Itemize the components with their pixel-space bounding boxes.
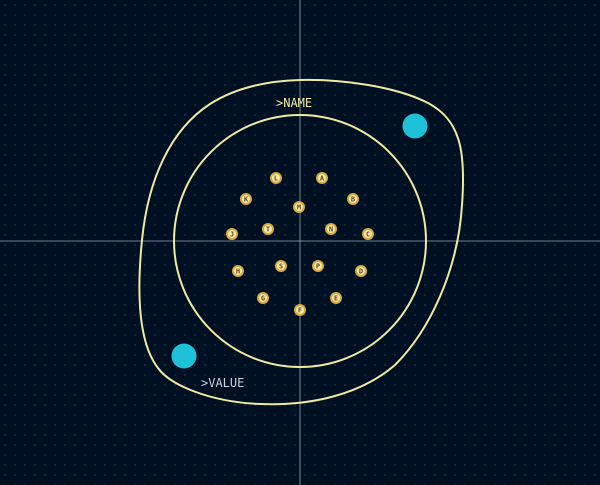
pad-label: D (359, 268, 363, 276)
pad[interactable]: P (312, 260, 324, 272)
pad-label: M (297, 204, 301, 212)
pad[interactable]: F (294, 304, 306, 316)
pad[interactable]: N (325, 223, 337, 235)
flange-outline[interactable] (138, 78, 465, 406)
pad-label: C (366, 231, 370, 239)
name-reference-text[interactable]: >NAME (276, 96, 312, 110)
value-reference-text[interactable]: >VALUE (201, 376, 244, 390)
pad-label: K (244, 196, 249, 204)
pad[interactable]: J (226, 228, 238, 240)
pad[interactable]: A (316, 172, 328, 184)
pad[interactable]: D (355, 265, 367, 277)
pad-label: A (320, 175, 325, 183)
mounting-hole-bottom-left[interactable] (171, 343, 197, 369)
pad-label: F (298, 307, 302, 315)
pad-array: L A K M B J T N C H S P D G E F (226, 172, 374, 316)
pad-label: J (230, 231, 234, 239)
pad-label: N (329, 226, 333, 234)
pad[interactable]: H (232, 265, 244, 277)
pad[interactable]: K (240, 193, 252, 205)
pad[interactable]: T (262, 223, 274, 235)
pad-label: B (351, 196, 355, 204)
mounting-hole-top-right[interactable] (402, 113, 428, 139)
pad-label: T (266, 226, 270, 234)
pad[interactable]: E (330, 292, 342, 304)
pad-label: L (274, 175, 278, 183)
pad-label: E (334, 295, 338, 303)
pad-label: P (316, 263, 320, 271)
pad-label: G (261, 295, 265, 303)
pad[interactable]: M (293, 201, 305, 213)
pad-label: H (236, 268, 240, 276)
pad-label: S (279, 263, 283, 271)
pad[interactable]: S (275, 260, 287, 272)
connector-body-circle[interactable] (173, 114, 427, 368)
pad[interactable]: G (257, 292, 269, 304)
pad[interactable]: B (347, 193, 359, 205)
pad[interactable]: L (270, 172, 282, 184)
pad[interactable]: C (362, 228, 374, 240)
